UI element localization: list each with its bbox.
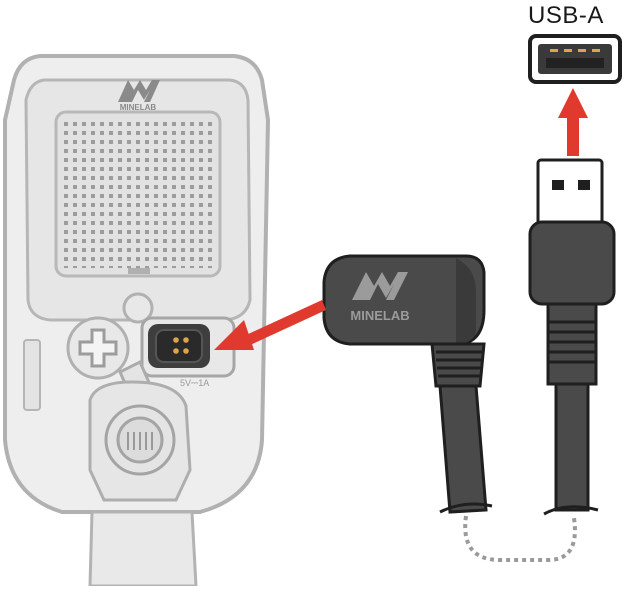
usb-plug-body bbox=[528, 220, 616, 306]
usb-port-pins bbox=[550, 49, 600, 52]
usb-a-port bbox=[528, 34, 622, 84]
usb-strain-relief bbox=[546, 302, 598, 386]
usb-a-label: USB-A bbox=[528, 2, 604, 29]
control-pad bbox=[66, 316, 130, 380]
device-logo: MINELAB bbox=[118, 80, 160, 112]
plug-cable bbox=[438, 384, 488, 514]
cable-continuation-dotted bbox=[463, 515, 577, 562]
usb-a-plug bbox=[528, 158, 616, 516]
device-logo-mark bbox=[118, 80, 160, 102]
plug-logo-mark bbox=[352, 272, 408, 300]
usb-cable bbox=[554, 382, 590, 512]
port-rating-marking: 5V⎓1A bbox=[180, 378, 209, 388]
charging-plug: MINELAB bbox=[322, 254, 493, 514]
usb-plug-tip bbox=[536, 158, 604, 228]
detector-control-box: MINELAB 5V⎓1A bbox=[2, 54, 271, 588]
port-pins bbox=[173, 337, 189, 354]
arrow-to-usb-port bbox=[558, 88, 588, 156]
plug-logo-text: MINELAB bbox=[350, 308, 409, 323]
plug-strain-relief bbox=[430, 342, 486, 388]
handle bbox=[88, 510, 198, 588]
power-button bbox=[122, 292, 154, 324]
speaker-grille bbox=[64, 122, 212, 268]
charge-port: 5V⎓1A bbox=[140, 316, 236, 388]
device-logo-text: MINELAB bbox=[120, 103, 157, 112]
plug-logo: MINELAB bbox=[350, 272, 410, 323]
cross-icon bbox=[78, 328, 118, 368]
arrow-to-charge-port bbox=[214, 300, 326, 350]
